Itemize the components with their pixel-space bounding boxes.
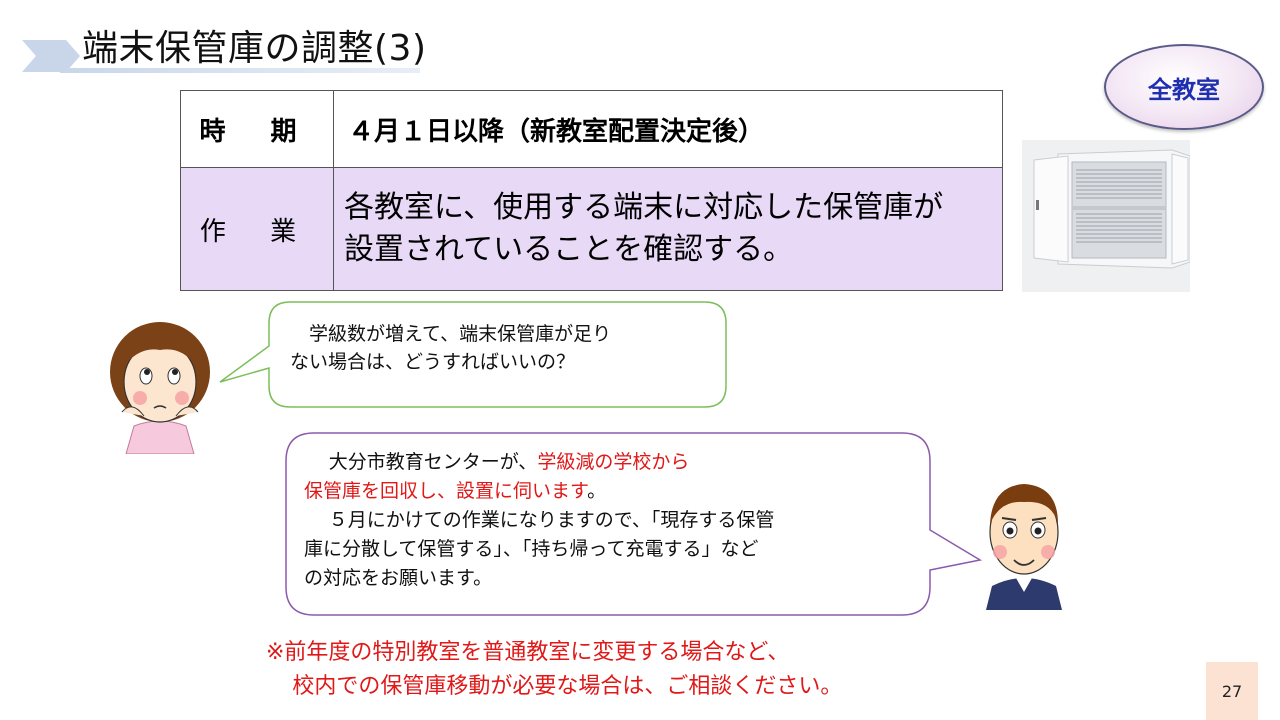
page-number: 27 bbox=[1206, 662, 1258, 720]
table-row: 作 業 各教室に、使用する端末に対応した保管庫が 設置されていることを確認する。 bbox=[180, 167, 1003, 291]
answer-line-1b: 学級減の学校から bbox=[537, 451, 690, 473]
note-line-1: ※前年度の特別教室を普通教室に変更する場合など、 bbox=[266, 640, 790, 665]
answer-line-2b: 。 bbox=[587, 480, 607, 502]
scope-badge: 全教室 bbox=[1104, 44, 1264, 130]
teacher-question-text: 学級数が増えて、端末保管庫が足り ない場合は、どうすればいいの？ bbox=[290, 320, 710, 376]
note-line-2: 校内での保管庫移動が必要な場合は、ご相談ください。 bbox=[292, 674, 843, 699]
consultation-note: ※前年度の特別教室を普通教室に変更する場合など、 校内での保管庫移動が必要な場合… bbox=[266, 636, 842, 704]
row-value-period: ４月１日以降（新教室配置決定後） bbox=[333, 90, 1003, 168]
answer-line-3: ５月にかけての作業になりますので、「現存する保管 bbox=[328, 509, 775, 531]
row-label-task: 作 業 bbox=[180, 167, 334, 291]
question-line-1: 学級数が増えて、端末保管庫が足り bbox=[309, 323, 612, 345]
storage-cabinet-image bbox=[1022, 140, 1190, 292]
task-line-2: 設置されていることを確認する。 bbox=[344, 232, 794, 267]
scope-badge-label: 全教室 bbox=[1148, 75, 1220, 104]
answer-line-1a: 大分市教育センターが、 bbox=[328, 451, 538, 473]
row-label-period: 時 期 bbox=[180, 90, 334, 168]
answer-line-2a: 保管庫を回収し、設置に伺います bbox=[304, 480, 588, 502]
title-chevron-icon bbox=[22, 40, 80, 72]
smiling-staff-illustration bbox=[986, 484, 1062, 610]
worried-teacher-illustration bbox=[110, 322, 210, 454]
row-value-task: 各教室に、使用する端末に対応した保管庫が 設置されていることを確認する。 bbox=[333, 167, 1003, 291]
schedule-table: 時 期 ４月１日以降（新教室配置決定後） 作 業 各教室に、使用する端末に対応し… bbox=[180, 90, 1003, 291]
title-underline bbox=[60, 68, 420, 73]
question-line-2: ない場合は、どうすればいいの？ bbox=[290, 351, 576, 373]
task-line-1: 各教室に、使用する端末に対応した保管庫が bbox=[344, 190, 944, 225]
center-answer-text: 大分市教育センターが、学級減の学校から 保管庫を回収し、設置に伺います。 ５月に… bbox=[304, 448, 914, 593]
page-title: 端末保管庫の調整(3) bbox=[82, 28, 427, 69]
answer-line-5: の対応をお願います。 bbox=[304, 567, 493, 589]
table-row: 時 期 ４月１日以降（新教室配置決定後） bbox=[180, 90, 1003, 168]
answer-line-4: 庫に分散して保管する」、「持ち帰って充電する」など bbox=[304, 538, 759, 560]
